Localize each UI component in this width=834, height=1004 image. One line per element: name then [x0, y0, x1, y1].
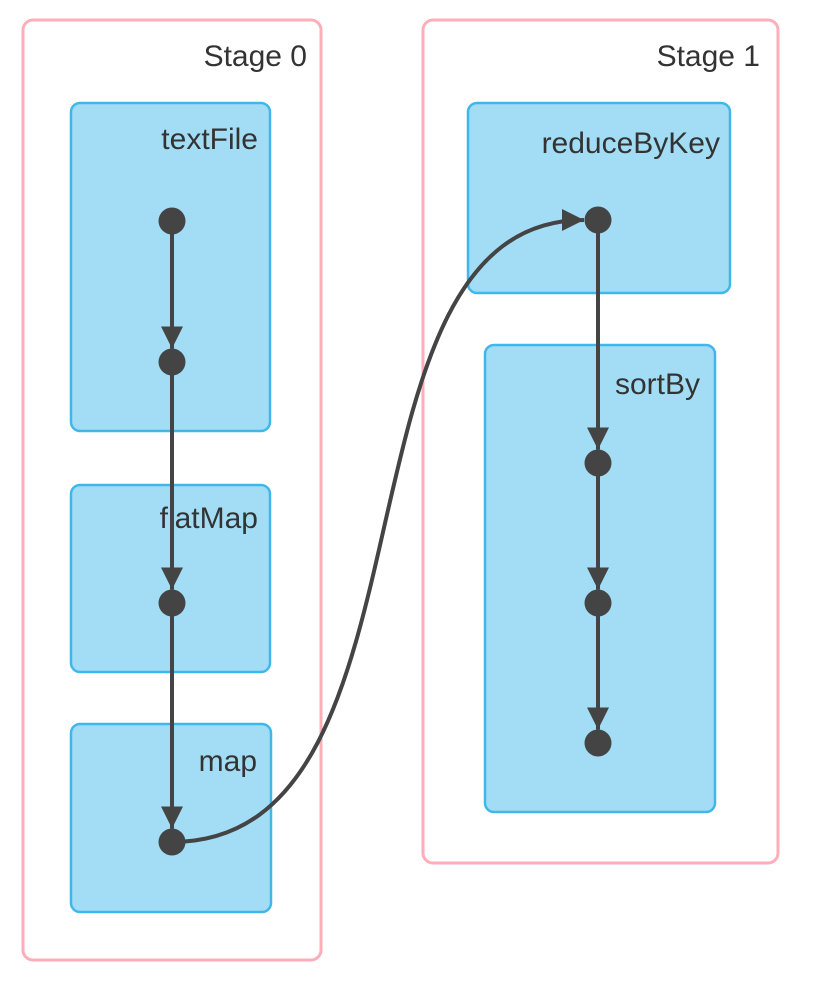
stage-1-label: Stage 1 [657, 40, 760, 73]
rdd-dot-reducebykey-1[interactable] [584, 206, 612, 234]
rdd-dot-map-1[interactable] [158, 828, 186, 856]
dag-edges [161, 209, 609, 844]
rdd-dot-sortby-2[interactable] [584, 589, 612, 617]
edge-map-reducebykey [171, 209, 585, 844]
operator-reducebykey-label: reduceByKey [542, 127, 720, 160]
rdd-dot-textfile-1[interactable] [158, 207, 186, 235]
rdd-dot-sortby-1[interactable] [584, 449, 612, 477]
operator-sortby-label: sortBy [615, 368, 700, 401]
rdd-dot-flatmap-1[interactable] [158, 589, 186, 617]
rdd-dots [158, 206, 612, 856]
stage-0-label: Stage 0 [204, 40, 307, 73]
operator-flatmap-label: flatMap [160, 502, 258, 535]
rdd-dot-sortby-3[interactable] [584, 729, 612, 757]
operator-textfile-label: textFile [161, 123, 258, 156]
rdd-dot-textfile-2[interactable] [158, 348, 186, 376]
operator-map-label: map [199, 745, 257, 778]
